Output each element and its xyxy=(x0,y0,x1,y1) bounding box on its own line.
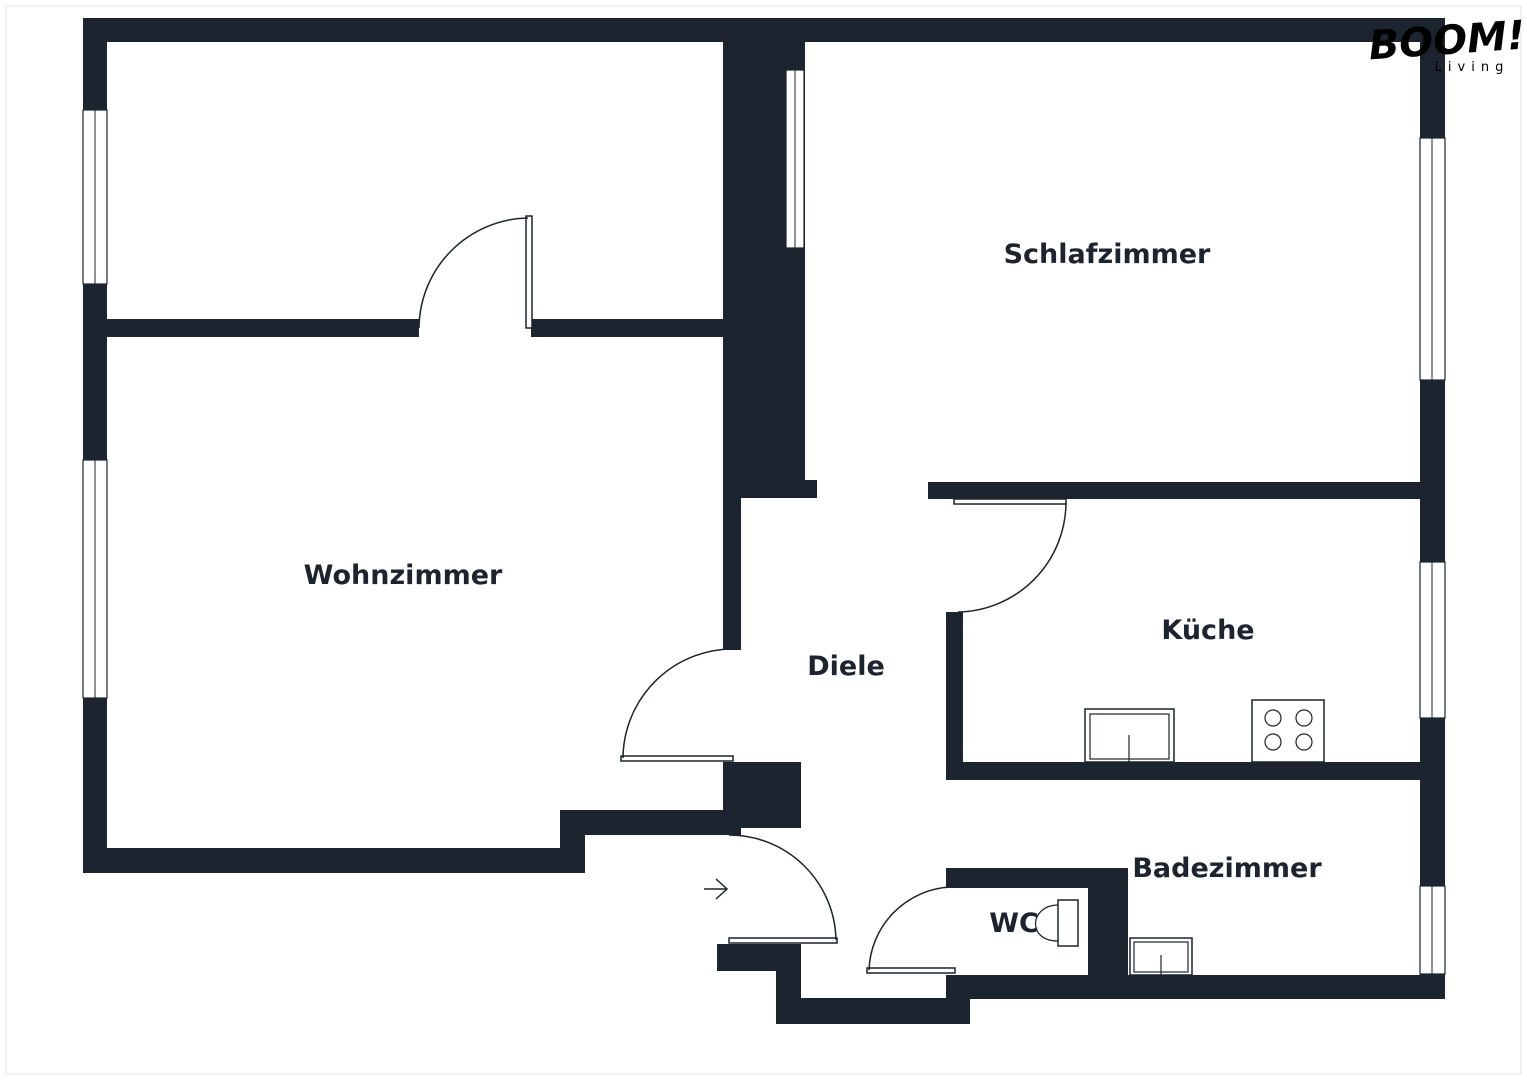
sink-icon xyxy=(1084,708,1175,763)
room-label-kueche: Küche xyxy=(1161,615,1254,646)
door-living-room xyxy=(620,755,734,762)
door-wc xyxy=(866,967,956,974)
brand-logo: BOOM! Living xyxy=(1367,13,1526,75)
windows xyxy=(82,69,1446,975)
toilet-icon xyxy=(1034,899,1079,947)
arrow-right-icon xyxy=(704,878,729,900)
room-label-wc: WC xyxy=(989,908,1039,939)
logo-tagline: Living xyxy=(1435,60,1510,75)
door-kitchen xyxy=(953,498,1067,505)
door-entrance xyxy=(728,937,838,944)
room-label-diele: Diele xyxy=(807,651,885,682)
logo-name: BOOM! xyxy=(1367,13,1526,70)
room-label-wohnzimmer: Wohnzimmer xyxy=(304,560,503,591)
door-top-room xyxy=(525,215,533,329)
walls xyxy=(83,18,1445,1024)
room-label-badezimmer: Badezimmer xyxy=(1132,853,1322,884)
doors xyxy=(418,215,1067,974)
page-frame xyxy=(5,5,1522,1075)
stove-icon xyxy=(1251,699,1325,763)
room-label-schlafzimmer: Schlafzimmer xyxy=(1004,239,1211,270)
bathroom-sink-icon xyxy=(1129,937,1193,976)
